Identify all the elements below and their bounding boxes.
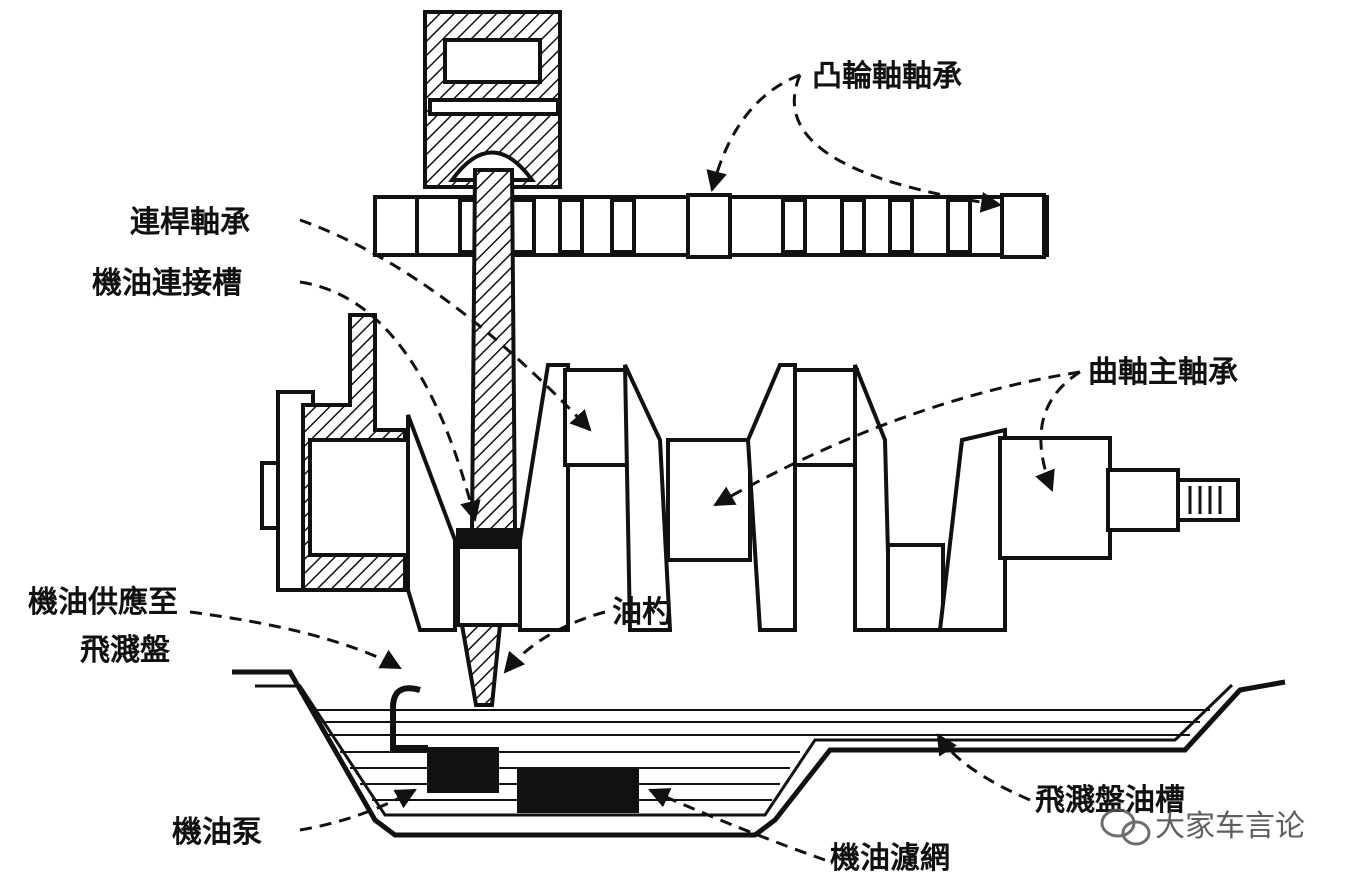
label-camshaft-bearing: 凸輪軸軸承 xyxy=(812,59,962,94)
label-crank-main-bearing: 曲軸主軸承 xyxy=(1088,355,1238,390)
label-oil-to-splash-pan-line2: 飛濺盤 xyxy=(80,633,170,668)
label-oil-groove: 機油連接槽 xyxy=(92,266,242,301)
label-oil-dipper: 油杓 xyxy=(612,595,672,630)
oil-screen xyxy=(517,767,639,813)
oil-dipper xyxy=(459,623,503,707)
wechat-icon xyxy=(1100,808,1151,846)
oil-pump xyxy=(389,685,499,793)
leader-lines xyxy=(189,73,1081,862)
label-conrod-bearing: 連桿軸承 xyxy=(130,205,250,240)
watermark: 大家车言论 xyxy=(1100,808,1305,846)
piston xyxy=(423,10,562,189)
watermark-text: 大家车言论 xyxy=(1155,809,1305,844)
connecting-rod xyxy=(456,168,522,627)
label-oil-screen: 機油濾網 xyxy=(830,841,950,876)
label-oil-to-splash-pan-line1: 機油供應至 xyxy=(28,585,178,620)
label-oil-pump: 機油泵 xyxy=(172,815,262,850)
crankshaft xyxy=(260,313,1240,632)
